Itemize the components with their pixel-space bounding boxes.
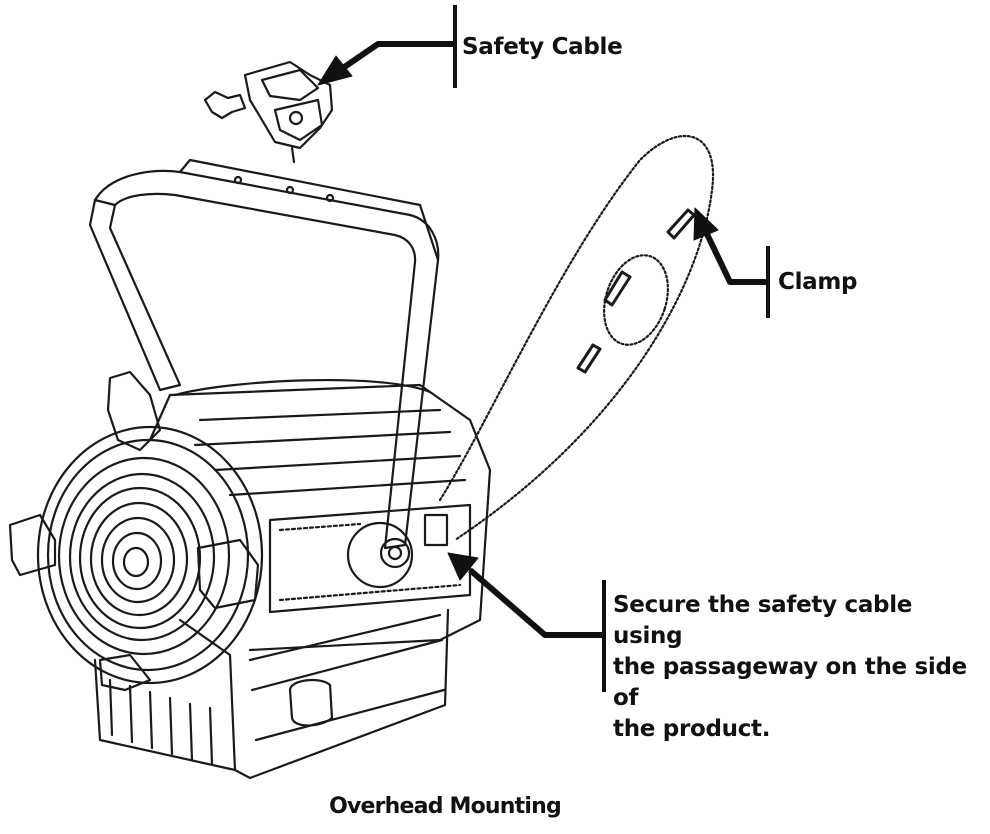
passageway-callout-bar [602, 580, 606, 692]
clamp-label: Clamp [778, 269, 858, 295]
arrow-safety-cable [317, 41, 455, 86]
safety-cable-callout-bar [453, 5, 457, 88]
rigging-clamp [203, 60, 334, 164]
yoke [88, 158, 440, 550]
passageway-instruction: Secure the safety cable using the passag… [613, 590, 988, 745]
callout-arrows [317, 41, 768, 638]
arrow-clamp [693, 207, 768, 285]
instruction-line-2: the passageway on the side of [613, 654, 967, 711]
fresnel-lens [8, 370, 264, 692]
safety-cable-label: Safety Cable [462, 34, 623, 60]
safety-cable-loop [438, 134, 715, 542]
instruction-line-3: the product. [613, 716, 771, 742]
instruction-line-1: Secure the safety cable using [613, 592, 913, 649]
arrow-passageway [447, 552, 604, 638]
fixture-body [93, 378, 492, 780]
cable-ferrules [576, 208, 696, 374]
diagram-caption: Overhead Mounting [329, 794, 562, 819]
clamp-callout-bar [766, 246, 770, 318]
